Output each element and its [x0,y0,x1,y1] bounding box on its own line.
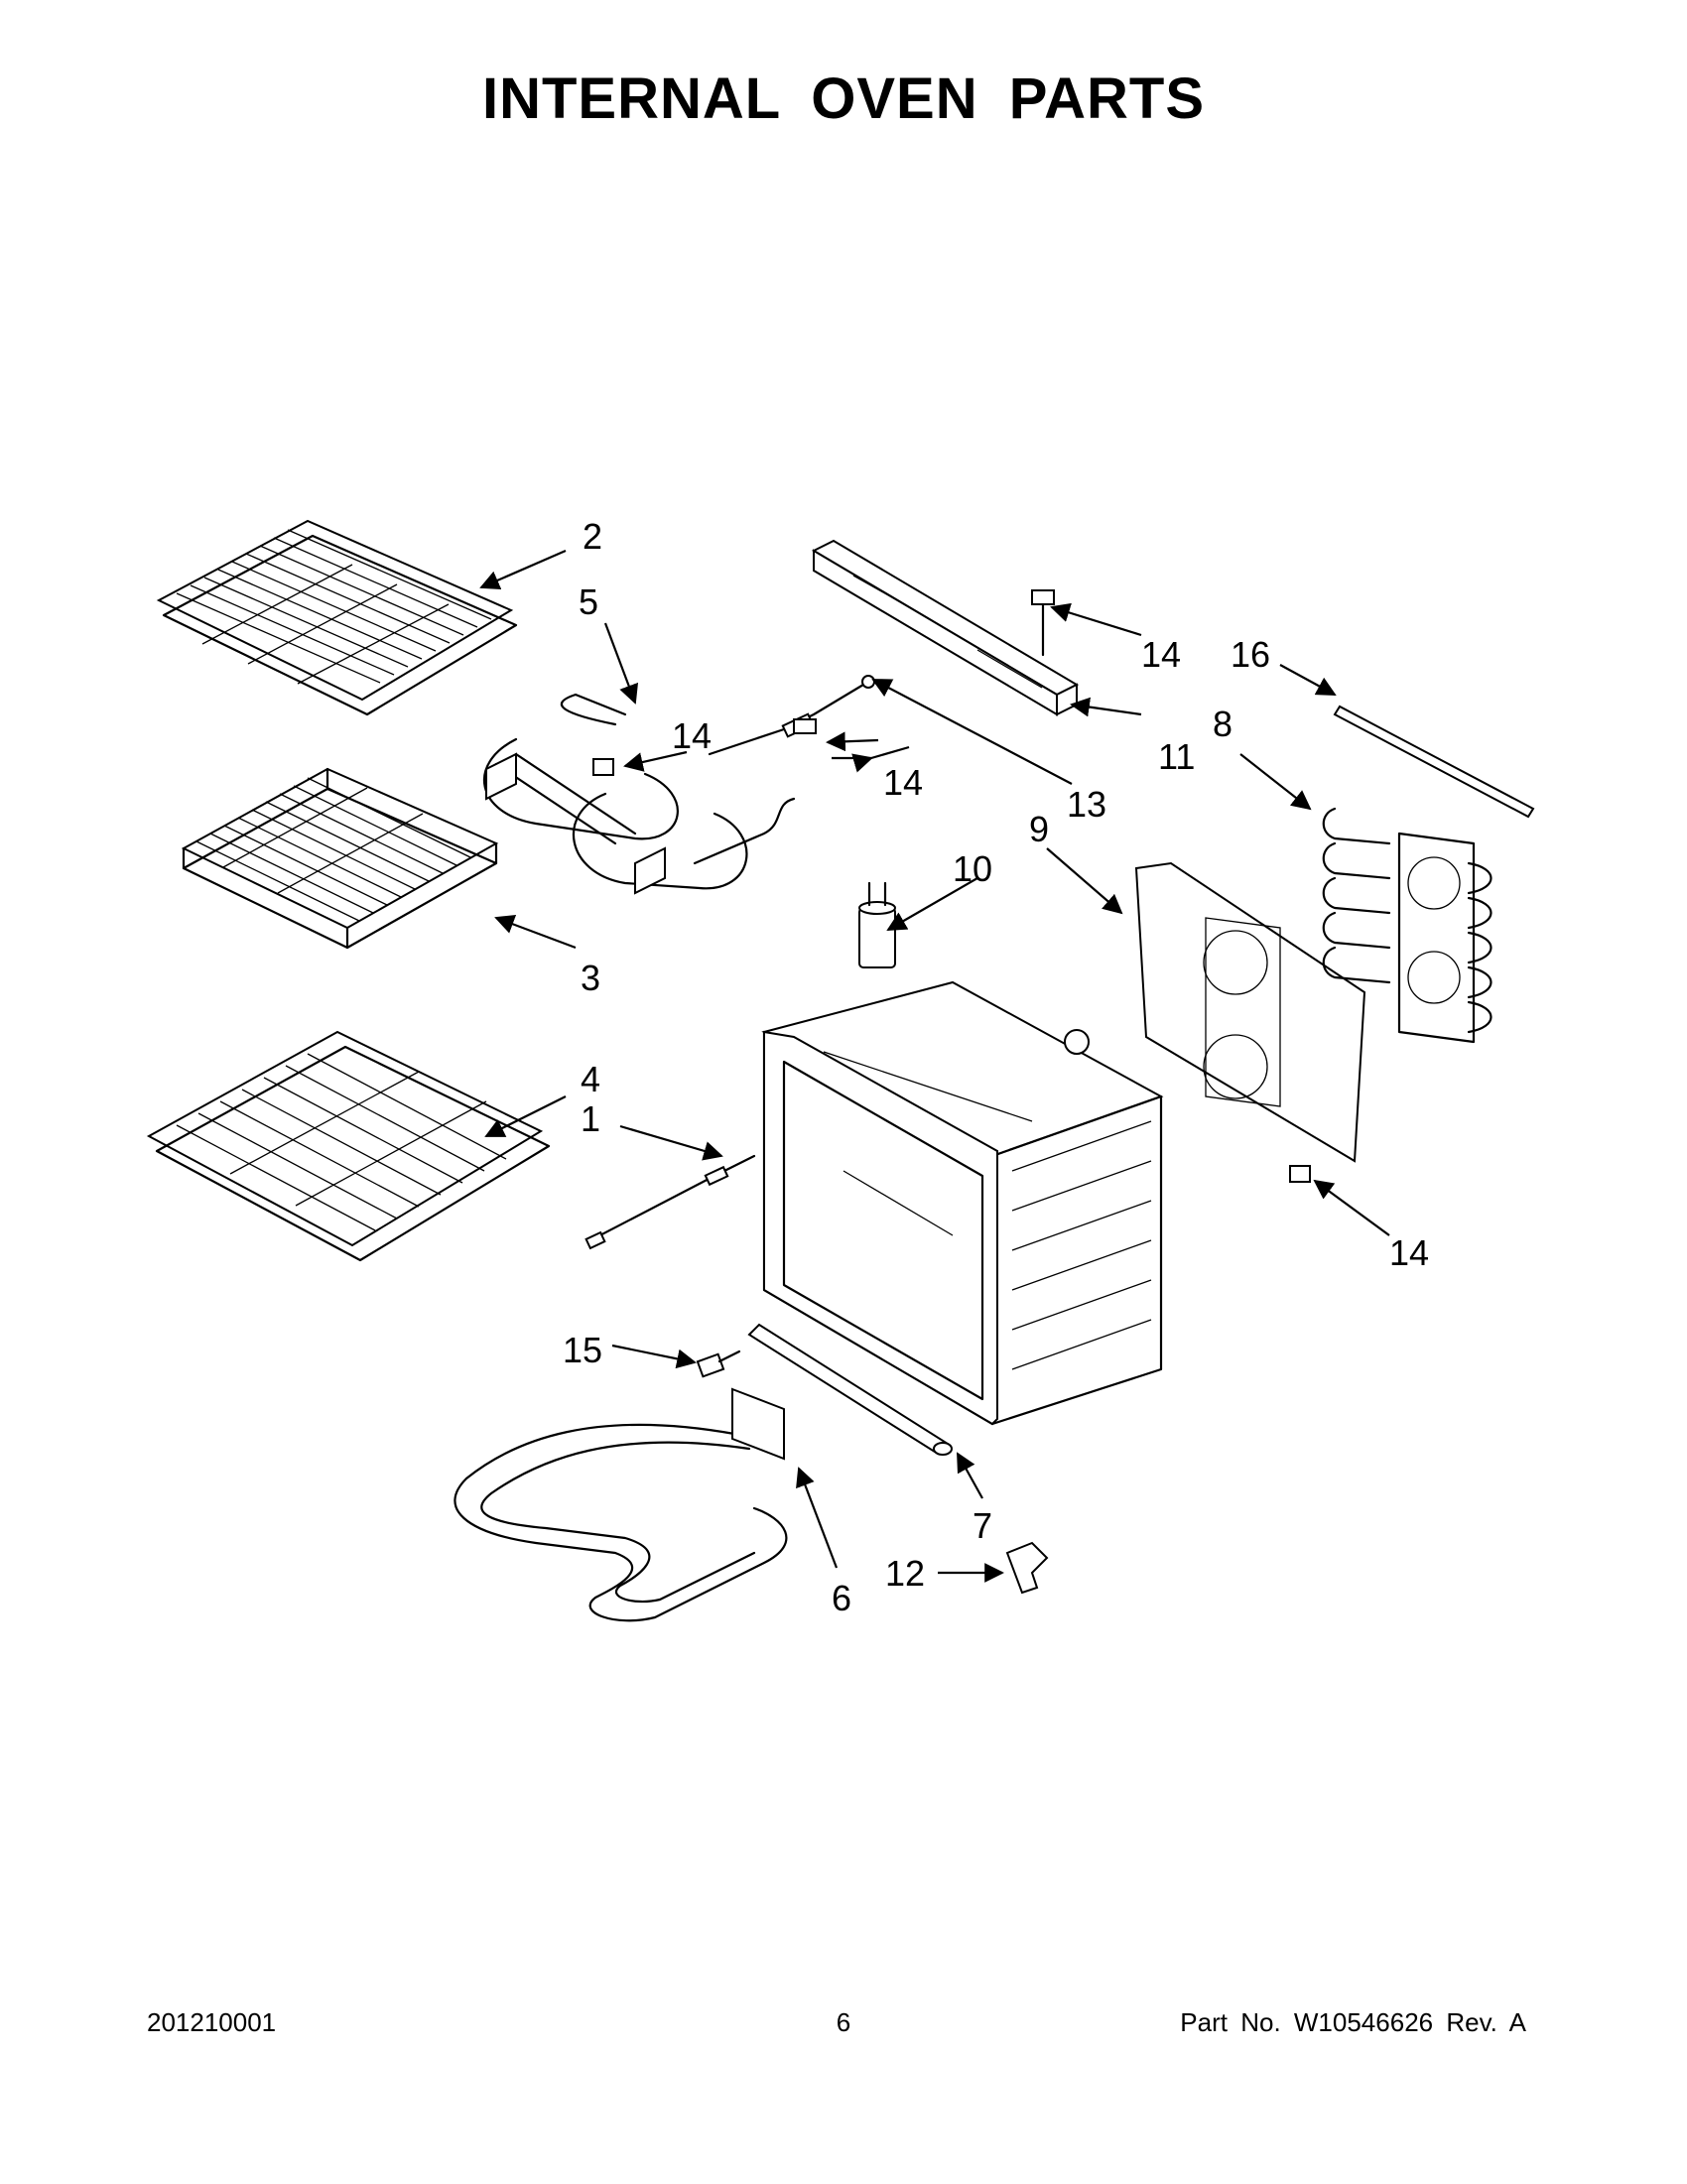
clip-part-12 [1005,1541,1049,1595]
page-title: INTERNAL OVEN PARTS [481,66,1206,131]
oven-rack-part-3 [181,767,499,950]
probe-part-1 [584,1154,756,1250]
oven-cavity [761,980,1164,1426]
callout-11: 11 [1158,736,1195,777]
oven-rack-part-4 [146,1030,551,1262]
callout-3: 3 [581,958,600,998]
callout-5: 5 [579,581,598,622]
callout-2: 2 [583,516,602,557]
callout-10: 10 [953,848,992,889]
callout-4: 4 [581,1059,600,1099]
broil-element-part-5 [483,693,796,895]
sensor-part-10 [858,881,896,968]
bar-part-16 [1333,705,1535,819]
footer-part-number: Part No. W10546626 Rev. A [1180,2007,1526,2037]
callout-9: 9 [1029,809,1049,849]
callout-1: 1 [581,1098,600,1139]
footer-doc-number: 201210001 [147,2007,277,2037]
oven-rack-part-2 [156,519,518,716]
callout-12: 12 [885,1553,925,1594]
callout-16: 16 [1231,634,1270,675]
tube-part-7 [747,1323,953,1456]
bracket-part-11 [811,539,1080,716]
callout-6: 6 [832,1578,851,1618]
rear-panel-part-9 [1134,861,1366,1163]
callout-13: 13 [1067,784,1106,825]
callout-14-d: 14 [1389,1232,1429,1273]
convection-element-part-8 [1322,807,1492,1044]
screw-part-14-top [1031,589,1055,657]
callout-7: 7 [973,1505,992,1546]
callout-labels: 2 5 14 3 4 1 14 11 14 13 10 9 16 8 14 15… [563,516,1429,1618]
callout-14-b: 14 [1141,634,1181,675]
callout-8: 8 [1213,704,1233,744]
screw-part-15 [696,1349,741,1378]
bake-element-part-6 [454,1387,788,1622]
leader-lines [479,549,1390,1583]
screw-part-14-mid [592,718,817,776]
callout-14-c: 14 [883,762,923,803]
screw-part-14-lower [1289,1165,1311,1183]
callout-15: 15 [563,1330,602,1370]
callout-14-a: 14 [672,715,712,756]
footer-page-number: 6 [836,2007,851,2037]
